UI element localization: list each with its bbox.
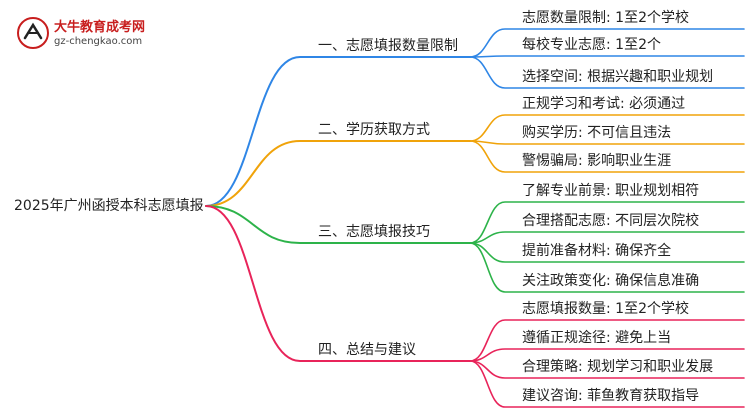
leaf-label: 购买学历: 不可信且违法 — [522, 125, 672, 141]
leaf-label: 了解专业前景: 职业规划相符 — [522, 183, 700, 199]
leaf-connector — [469, 28, 745, 58]
leaf-connector — [469, 140, 745, 145]
leaf-label: 正规学习和考试: 必须通过 — [522, 96, 686, 112]
branch-label: 三、志愿填报技巧 — [318, 224, 430, 240]
leaf-label: 志愿数量限制: 1至2个学校 — [522, 10, 689, 26]
leaf-label: 提前准备材料: 确保齐全 — [522, 243, 672, 259]
leaf-label: 合理策略: 规划学习和职业发展 — [522, 359, 714, 375]
leaf-label: 警惕骗局: 影响职业生涯 — [522, 153, 672, 169]
leaf-connector — [469, 201, 745, 244]
mindmap-root: 2025年广州函授本科志愿填报 — [14, 198, 204, 214]
branch-connector — [205, 56, 471, 207]
leaf-label: 每校专业志愿: 1至2个 — [522, 37, 661, 53]
leaf-label: 合理搭配志愿: 不同层次院校 — [522, 213, 700, 229]
branch-connector — [205, 205, 471, 244]
branch-label: 二、学历获取方式 — [318, 122, 430, 138]
branch-label: 四、总结与建议 — [318, 342, 416, 358]
leaf-label: 遵循正规途径: 避免上当 — [522, 330, 672, 346]
leaf-label: 选择空间: 根据兴趣和职业规划 — [522, 69, 714, 85]
leaf-connector — [469, 242, 745, 293]
branch-label: 一、志愿填报数量限制 — [318, 38, 458, 54]
leaf-label: 建议咨询: 菲鱼教育获取指导 — [522, 388, 700, 404]
leaf-connector — [469, 56, 745, 89]
logo-title: 大牛教育成考网 — [54, 20, 146, 35]
leaf-connector — [469, 319, 745, 362]
logo-url: gz-chengkao.com — [54, 36, 143, 47]
branch-connector — [205, 205, 471, 362]
leaf-label: 志愿填报数量: 1至2个学校 — [522, 301, 689, 317]
leaf-connector — [469, 114, 745, 142]
leaf-label: 关注政策变化: 确保信息准确 — [522, 273, 700, 289]
logo-mark-icon — [17, 17, 49, 49]
leaf-connector — [469, 360, 745, 408]
leaf-connector — [469, 348, 745, 362]
leaf-connector — [469, 231, 745, 244]
branch-connector — [205, 140, 471, 207]
site-logo[interactable]: 大牛教育成考网 gz-chengkao.com — [16, 14, 166, 54]
leaf-connector — [469, 140, 745, 173]
leaf-connector — [469, 55, 745, 58]
